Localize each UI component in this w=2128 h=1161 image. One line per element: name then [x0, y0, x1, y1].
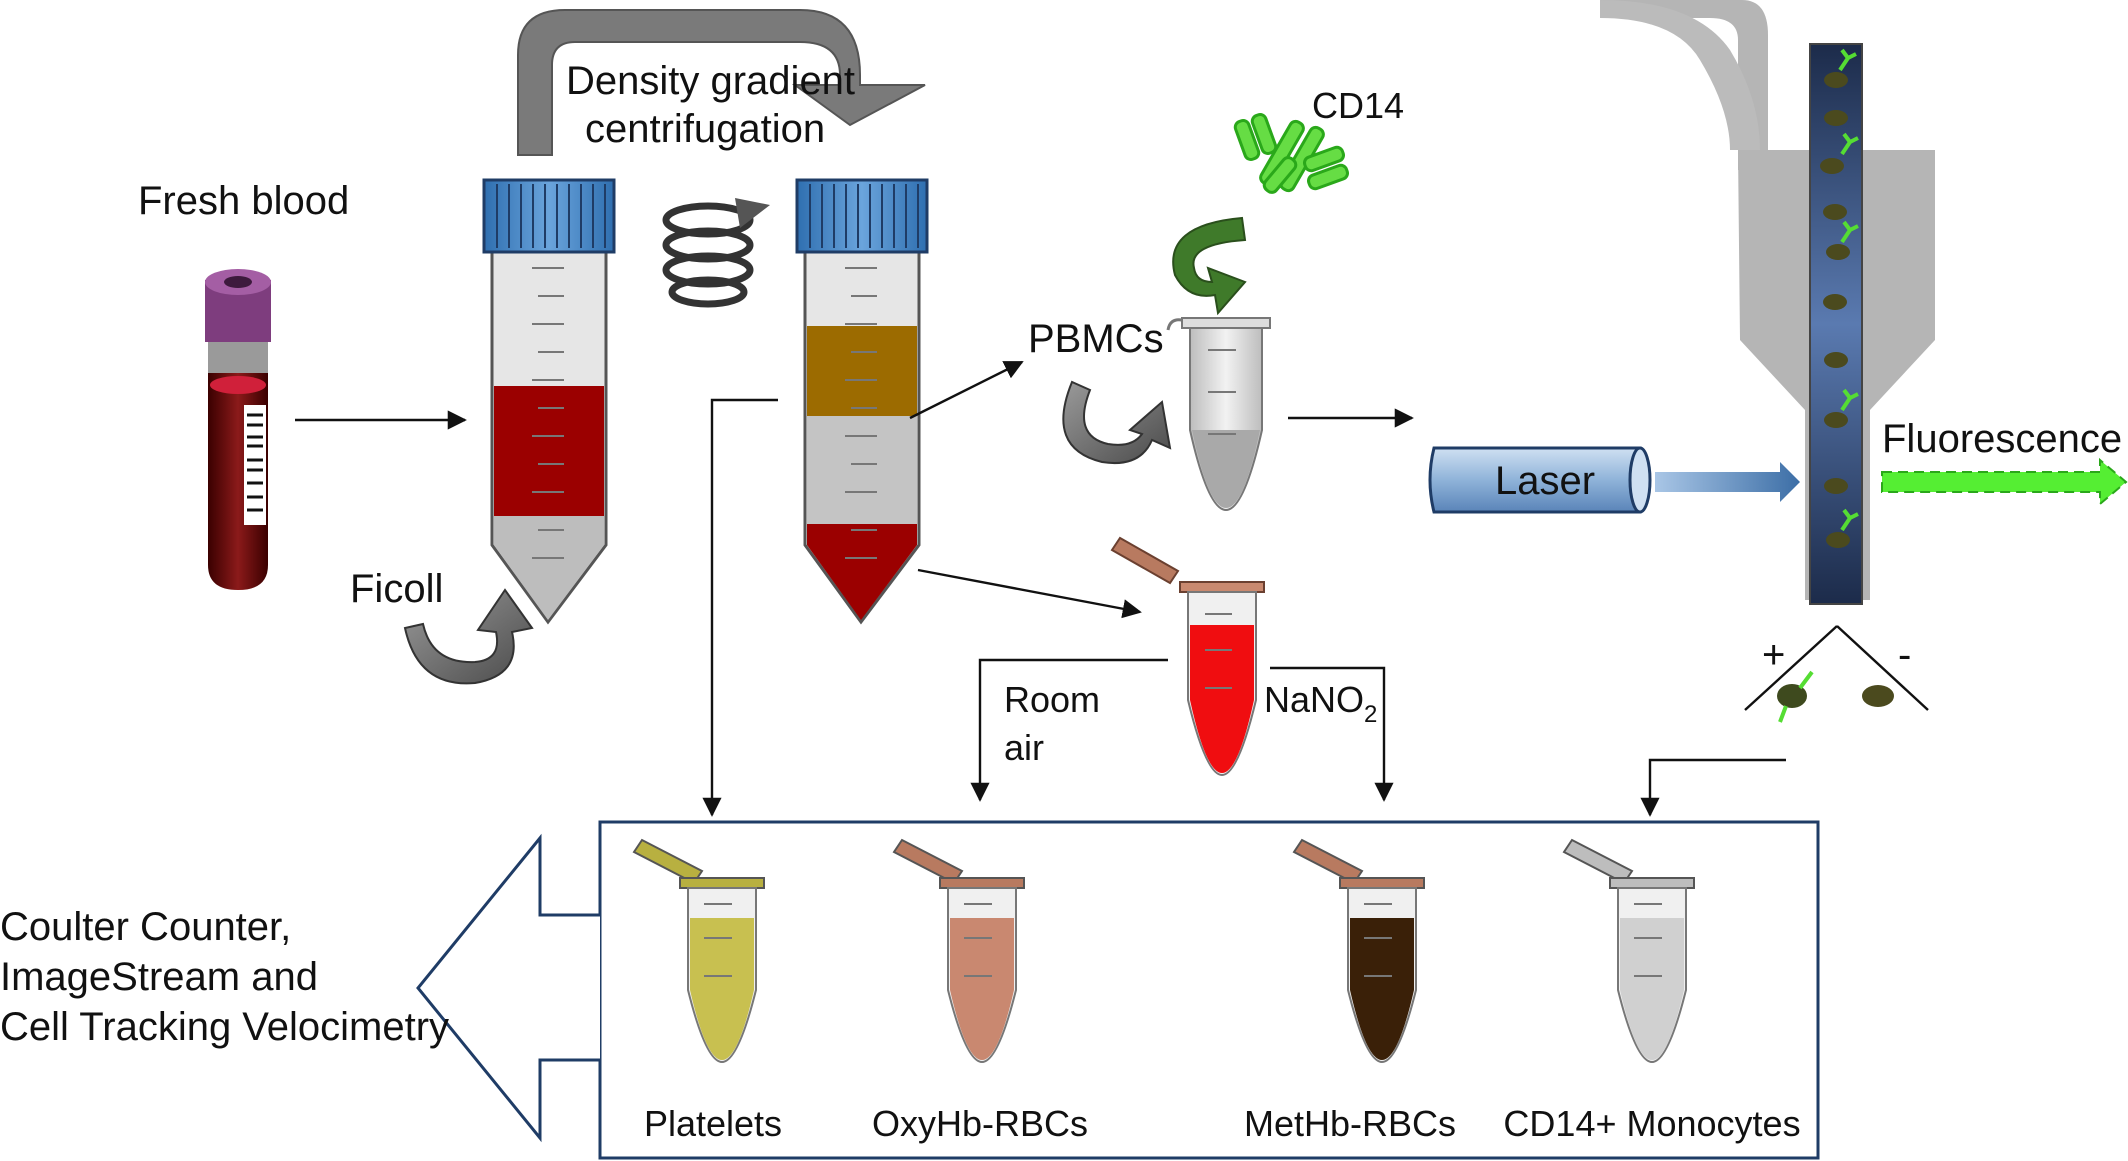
output-tube-1: Platelets: [632, 838, 782, 1144]
analysis-label-3: Cell Tracking Velocimetry: [0, 1005, 449, 1049]
blood-vacutainer: [205, 269, 271, 590]
sorted-unlabeled-cell-icon: [1862, 685, 1894, 707]
analysis-label-2: ImageStream and: [0, 955, 318, 999]
plus-label: +: [1762, 633, 1785, 677]
output-tube-3: MetHb-RBCs: [1244, 838, 1456, 1144]
flow-cytometer-nozzle: [1600, 0, 1935, 605]
density-gradient-label-2: centrifugation: [585, 107, 825, 151]
output-tube-2: OxyHb-RBCs: [872, 838, 1088, 1144]
tube-liquid: [1350, 918, 1414, 1060]
rbc-microtube: [1110, 536, 1265, 777]
conical-tube-ficoll: [482, 178, 616, 625]
output-label-1: Platelets: [644, 1103, 782, 1144]
arrow-room-air: [970, 658, 1168, 802]
laser-device: [1428, 446, 1652, 514]
arrow-rbc: [917, 568, 1142, 619]
arrow-nano2: [1270, 666, 1394, 802]
fresh-blood-label: Fresh blood: [138, 179, 349, 223]
arrow-to-platelets: [702, 398, 778, 817]
sort-deflection: [1744, 625, 1929, 711]
cd14-antibody-icon: [1233, 113, 1349, 194]
bound-antibody-icons: [1838, 48, 1859, 532]
ficoll-label: Ficoll: [350, 567, 443, 611]
pbmc-curved-arrow: [1062, 380, 1172, 464]
cd14-label: CD14: [1312, 85, 1404, 126]
nano2-label: NaNO2: [1264, 679, 1377, 728]
ficoll-curved-arrow: [403, 588, 534, 685]
minus-label: -: [1898, 633, 1911, 677]
tube-liquid: [950, 918, 1014, 1060]
output-label-3: MetHb-RBCs: [1244, 1103, 1456, 1144]
fluorescence-label: Fluorescence: [1882, 417, 2122, 461]
analysis-hollow-arrow: [416, 833, 600, 1143]
density-gradient-label-1: Density gradient: [566, 59, 855, 103]
density-gradient-arrow: [517, 9, 926, 156]
arrow-to-monocytes: [1640, 758, 1786, 817]
spin-arrowhead-icon: [735, 198, 770, 228]
spin-spiral-icon: [662, 202, 754, 308]
conical-tube-separated: [795, 178, 929, 625]
pbmcs-label: PBMCs: [1028, 317, 1164, 361]
room-air-label-1: Room: [1004, 679, 1100, 720]
cd14-curved-arrow: [1172, 216, 1247, 316]
analysis-label-1: Coulter Counter,: [0, 905, 291, 949]
sorted-cd14-cell-icon: [1777, 670, 1814, 723]
arrow-pbmc: [909, 360, 1024, 420]
room-air-label-2: air: [1004, 727, 1044, 768]
laser-beam-arrow: [1655, 462, 1800, 502]
output-tubes-row: Platelets OxyHb-RBCs MetHb-RBCs CD14+ Monoc…: [632, 838, 1801, 1144]
laser-label: Laser: [1495, 459, 1595, 503]
output-tube-4: CD14+ Monocytes: [1503, 838, 1801, 1144]
tube-liquid: [690, 918, 754, 1060]
fluorescence-arrow: [1881, 457, 2128, 507]
output-label-4: CD14+ Monocytes: [1503, 1103, 1800, 1144]
cell-flow-particles: [1820, 72, 1850, 548]
pbmc-microtube: [1166, 317, 1271, 512]
output-label-2: OxyHb-RBCs: [872, 1103, 1088, 1144]
tube-liquid: [1620, 918, 1684, 1060]
